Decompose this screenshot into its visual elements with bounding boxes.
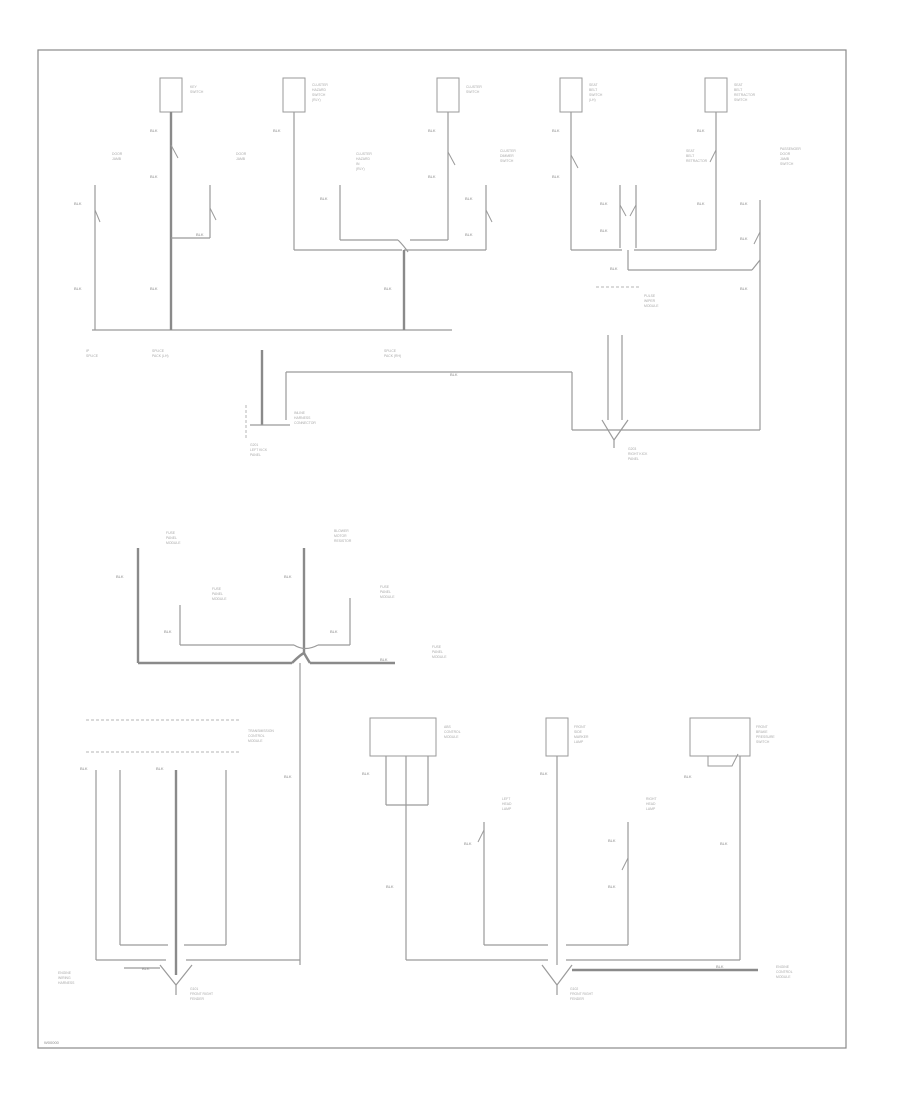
diagram-frame: [37, 49, 847, 1049]
ground-g102-symbol: [541, 964, 573, 986]
wire-code: BLK: [150, 128, 158, 133]
wire-code: BLK: [608, 884, 616, 889]
wire-code: BLK: [362, 771, 370, 776]
wire-code: BLK: [428, 174, 436, 179]
wire-code: BLK: [716, 964, 724, 969]
wire-code: BLK: [740, 286, 748, 291]
wire-code: BLK: [74, 286, 82, 291]
ignition-switch: [170, 144, 179, 159]
cluster-hazard-switch: [282, 77, 306, 113]
wire-code: BLK: [428, 128, 436, 133]
wire-code: BLK: [80, 766, 88, 771]
wire-code: BLK: [552, 128, 560, 133]
abs-control-module: [369, 717, 437, 757]
wire-code: BLK: [600, 201, 608, 206]
door-jamb-switch-left: [94, 209, 101, 223]
wire-code: BLK: [273, 128, 281, 133]
wire-code: BLK: [740, 236, 748, 241]
wire-code: BLK: [386, 884, 394, 889]
key-switch: [159, 77, 183, 113]
wire-code: BLK: [116, 574, 124, 579]
seat-belt-switch: [559, 77, 583, 113]
wire-code: BLK: [384, 286, 392, 291]
door-jamb-switch-right: [209, 207, 217, 221]
wire-code: BLK: [720, 841, 728, 846]
front-side-marker-lamp: [545, 717, 569, 757]
wire-code: BLK: [464, 841, 472, 846]
cluster-switch: [436, 77, 460, 113]
wire-code: BLK: [465, 196, 473, 201]
wire-code: BLK: [284, 574, 292, 579]
wire-code: BLK: [684, 774, 692, 779]
wire-code: BLK: [284, 774, 292, 779]
wire-code: BLK: [320, 196, 328, 201]
wire-code: BLK: [150, 174, 158, 179]
wire-code: BLK: [150, 286, 158, 291]
wire-code: BLK: [600, 228, 608, 233]
wire-code: BLK: [142, 966, 150, 971]
wire-code: BLK: [450, 372, 458, 377]
diagram-code: W00000: [44, 1040, 60, 1045]
wire-code: BLK: [540, 771, 548, 776]
wire-code: BLK: [740, 201, 748, 206]
wire-code: BLK: [610, 266, 618, 271]
wire-code: BLK: [74, 201, 82, 206]
seat-belt-retractor-switch: [704, 77, 728, 113]
engine-control-module: [689, 717, 751, 757]
wire-code: BLK: [330, 629, 338, 634]
wire-code: BLK: [156, 766, 164, 771]
wire-code: BLK: [164, 629, 172, 634]
wire-code: BLK: [380, 657, 388, 662]
wire-code: BLK: [697, 128, 705, 133]
wire-code: BLK: [608, 838, 616, 843]
wire-code: BLK: [196, 232, 204, 237]
wire-code: BLK: [465, 232, 473, 237]
wire-code: BLK: [697, 201, 705, 206]
wire-code: BLK: [552, 174, 560, 179]
